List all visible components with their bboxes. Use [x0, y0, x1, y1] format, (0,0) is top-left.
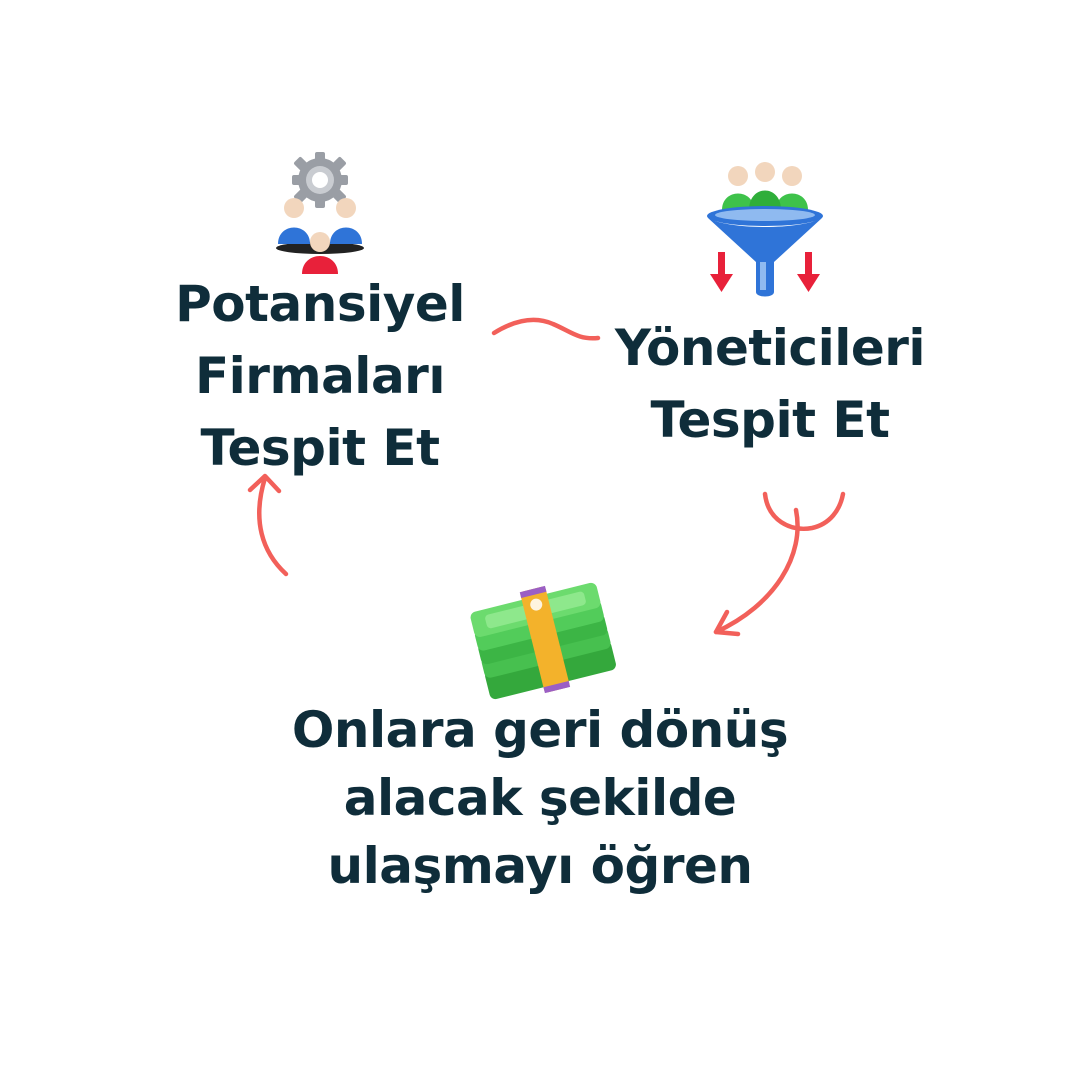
connector-arrow-to-step-1	[257, 475, 289, 577]
funnel-people-icon	[707, 162, 823, 297]
step-3-line: ulaşmayı öğren	[327, 837, 753, 895]
step-1-line: Potansiyel	[175, 275, 465, 333]
step-2-line: Tespit Et	[650, 391, 890, 449]
connector-arrow-to-step-1-head	[247, 473, 282, 494]
step-3-line: Onlara geri dönüş	[291, 701, 789, 759]
money-stack-icon	[470, 582, 616, 700]
team-gear-icon	[276, 152, 364, 274]
connector-arrow-to-step-3	[762, 491, 846, 531]
step-3-line: alacak şekilde	[343, 769, 737, 827]
connector-wave	[491, 317, 601, 341]
gear-icon	[292, 152, 348, 208]
step-1-line: Tespit Et	[200, 419, 440, 477]
step-1-title: Potansiyel Firmaları Tespit Et	[150, 268, 490, 484]
step-2-title: Yöneticileri Tespit Et	[590, 312, 950, 456]
arrow-down-icon	[710, 252, 820, 292]
connector-arrow-to-step-3-shaft	[713, 507, 800, 635]
step-2-line: Yöneticileri	[614, 319, 926, 377]
connector-arrow-to-step-3-head	[713, 609, 741, 637]
step-1-line: Firmaları	[195, 347, 445, 405]
step-3-title: Onlara geri dönüş alacak şekilde ulaşmay…	[220, 696, 860, 900]
